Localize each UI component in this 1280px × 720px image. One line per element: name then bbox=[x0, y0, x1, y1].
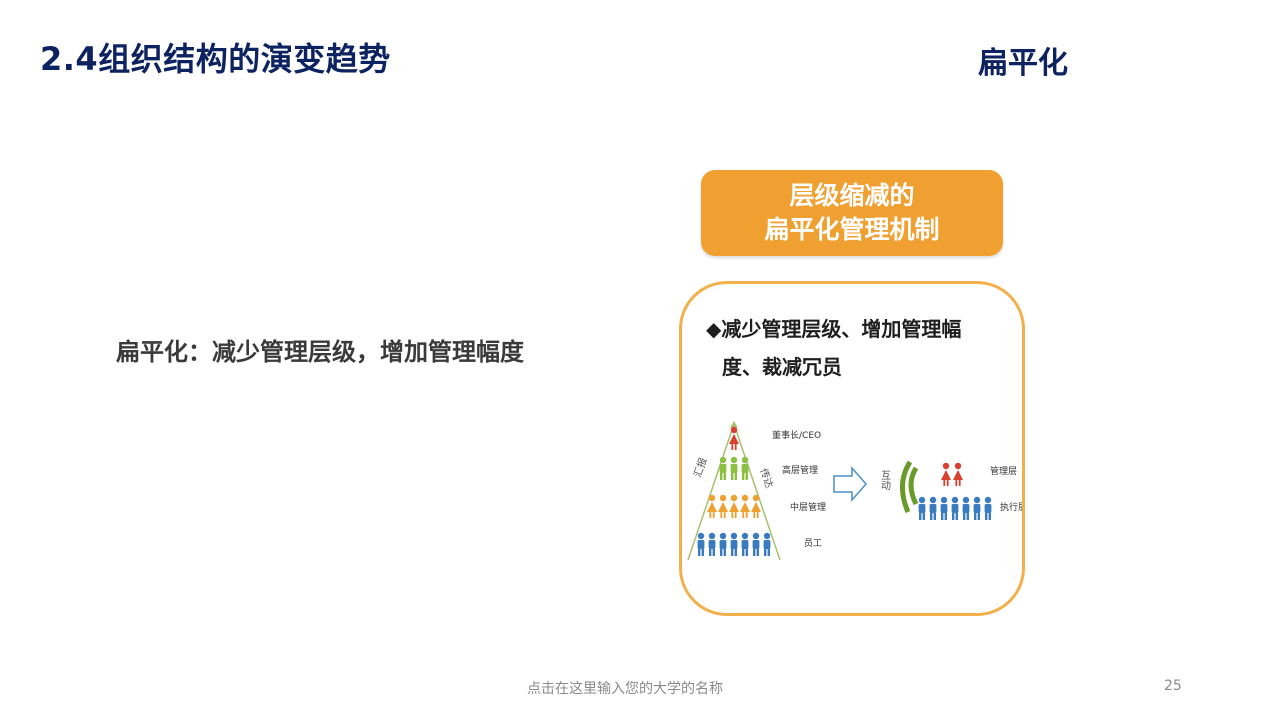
middle-level-label: 中层管理 bbox=[790, 501, 826, 513]
senior-management-people bbox=[719, 456, 749, 480]
transition-arrow-icon bbox=[833, 466, 867, 502]
banner-line-1: 层级缩减的 bbox=[789, 181, 915, 210]
slide-title: 2.4组织结构的演变趋势 bbox=[40, 40, 391, 78]
convey-side-label: 传达 bbox=[757, 467, 775, 490]
bullet-line-1: ◆减少管理层级、增加管理幅 bbox=[706, 317, 962, 341]
flat-management-banner: 层级缩减的 扁平化管理机制 bbox=[701, 170, 1003, 256]
diagram-card bbox=[679, 281, 1025, 616]
execution-layer-label: 执行层 bbox=[1000, 501, 1022, 513]
cycle-arrows-icon bbox=[900, 460, 919, 513]
interaction-label: 互动 bbox=[879, 470, 891, 491]
body-text: 扁平化：减少管理层级，增加管理幅度 bbox=[116, 338, 524, 366]
pyramid-outline bbox=[687, 421, 781, 561]
slide-subtitle: 扁平化 bbox=[978, 46, 1068, 81]
report-side-label: 汇报 bbox=[691, 456, 710, 479]
staff-level-label: 员工 bbox=[804, 538, 822, 549]
flat-execution-people bbox=[918, 496, 992, 520]
staff-people bbox=[697, 532, 771, 556]
bullet-text: ◆减少管理层级、增加管理幅 度、裁减冗员 bbox=[706, 310, 1006, 386]
senior-level-label: 高层管理 bbox=[782, 464, 818, 476]
ceo-person bbox=[729, 426, 739, 450]
management-layer-label: 管理层 bbox=[990, 465, 1017, 477]
org-structure-diagram: 汇报 传达 董事长/CEO 高层管理 中层管理 员工 互动 管理层 执行层 bbox=[687, 421, 1022, 561]
middle-management-people bbox=[707, 494, 761, 518]
bullet-line-2: 度、裁减冗员 bbox=[722, 355, 842, 379]
banner-line-2: 扁平化管理机制 bbox=[764, 215, 940, 244]
page-number: 25 bbox=[1164, 678, 1182, 694]
footer-university-name[interactable]: 点击在这里输入您的大学的名称 bbox=[527, 681, 723, 697]
flat-management-people bbox=[941, 462, 963, 486]
ceo-level-label: 董事长/CEO bbox=[772, 429, 821, 441]
